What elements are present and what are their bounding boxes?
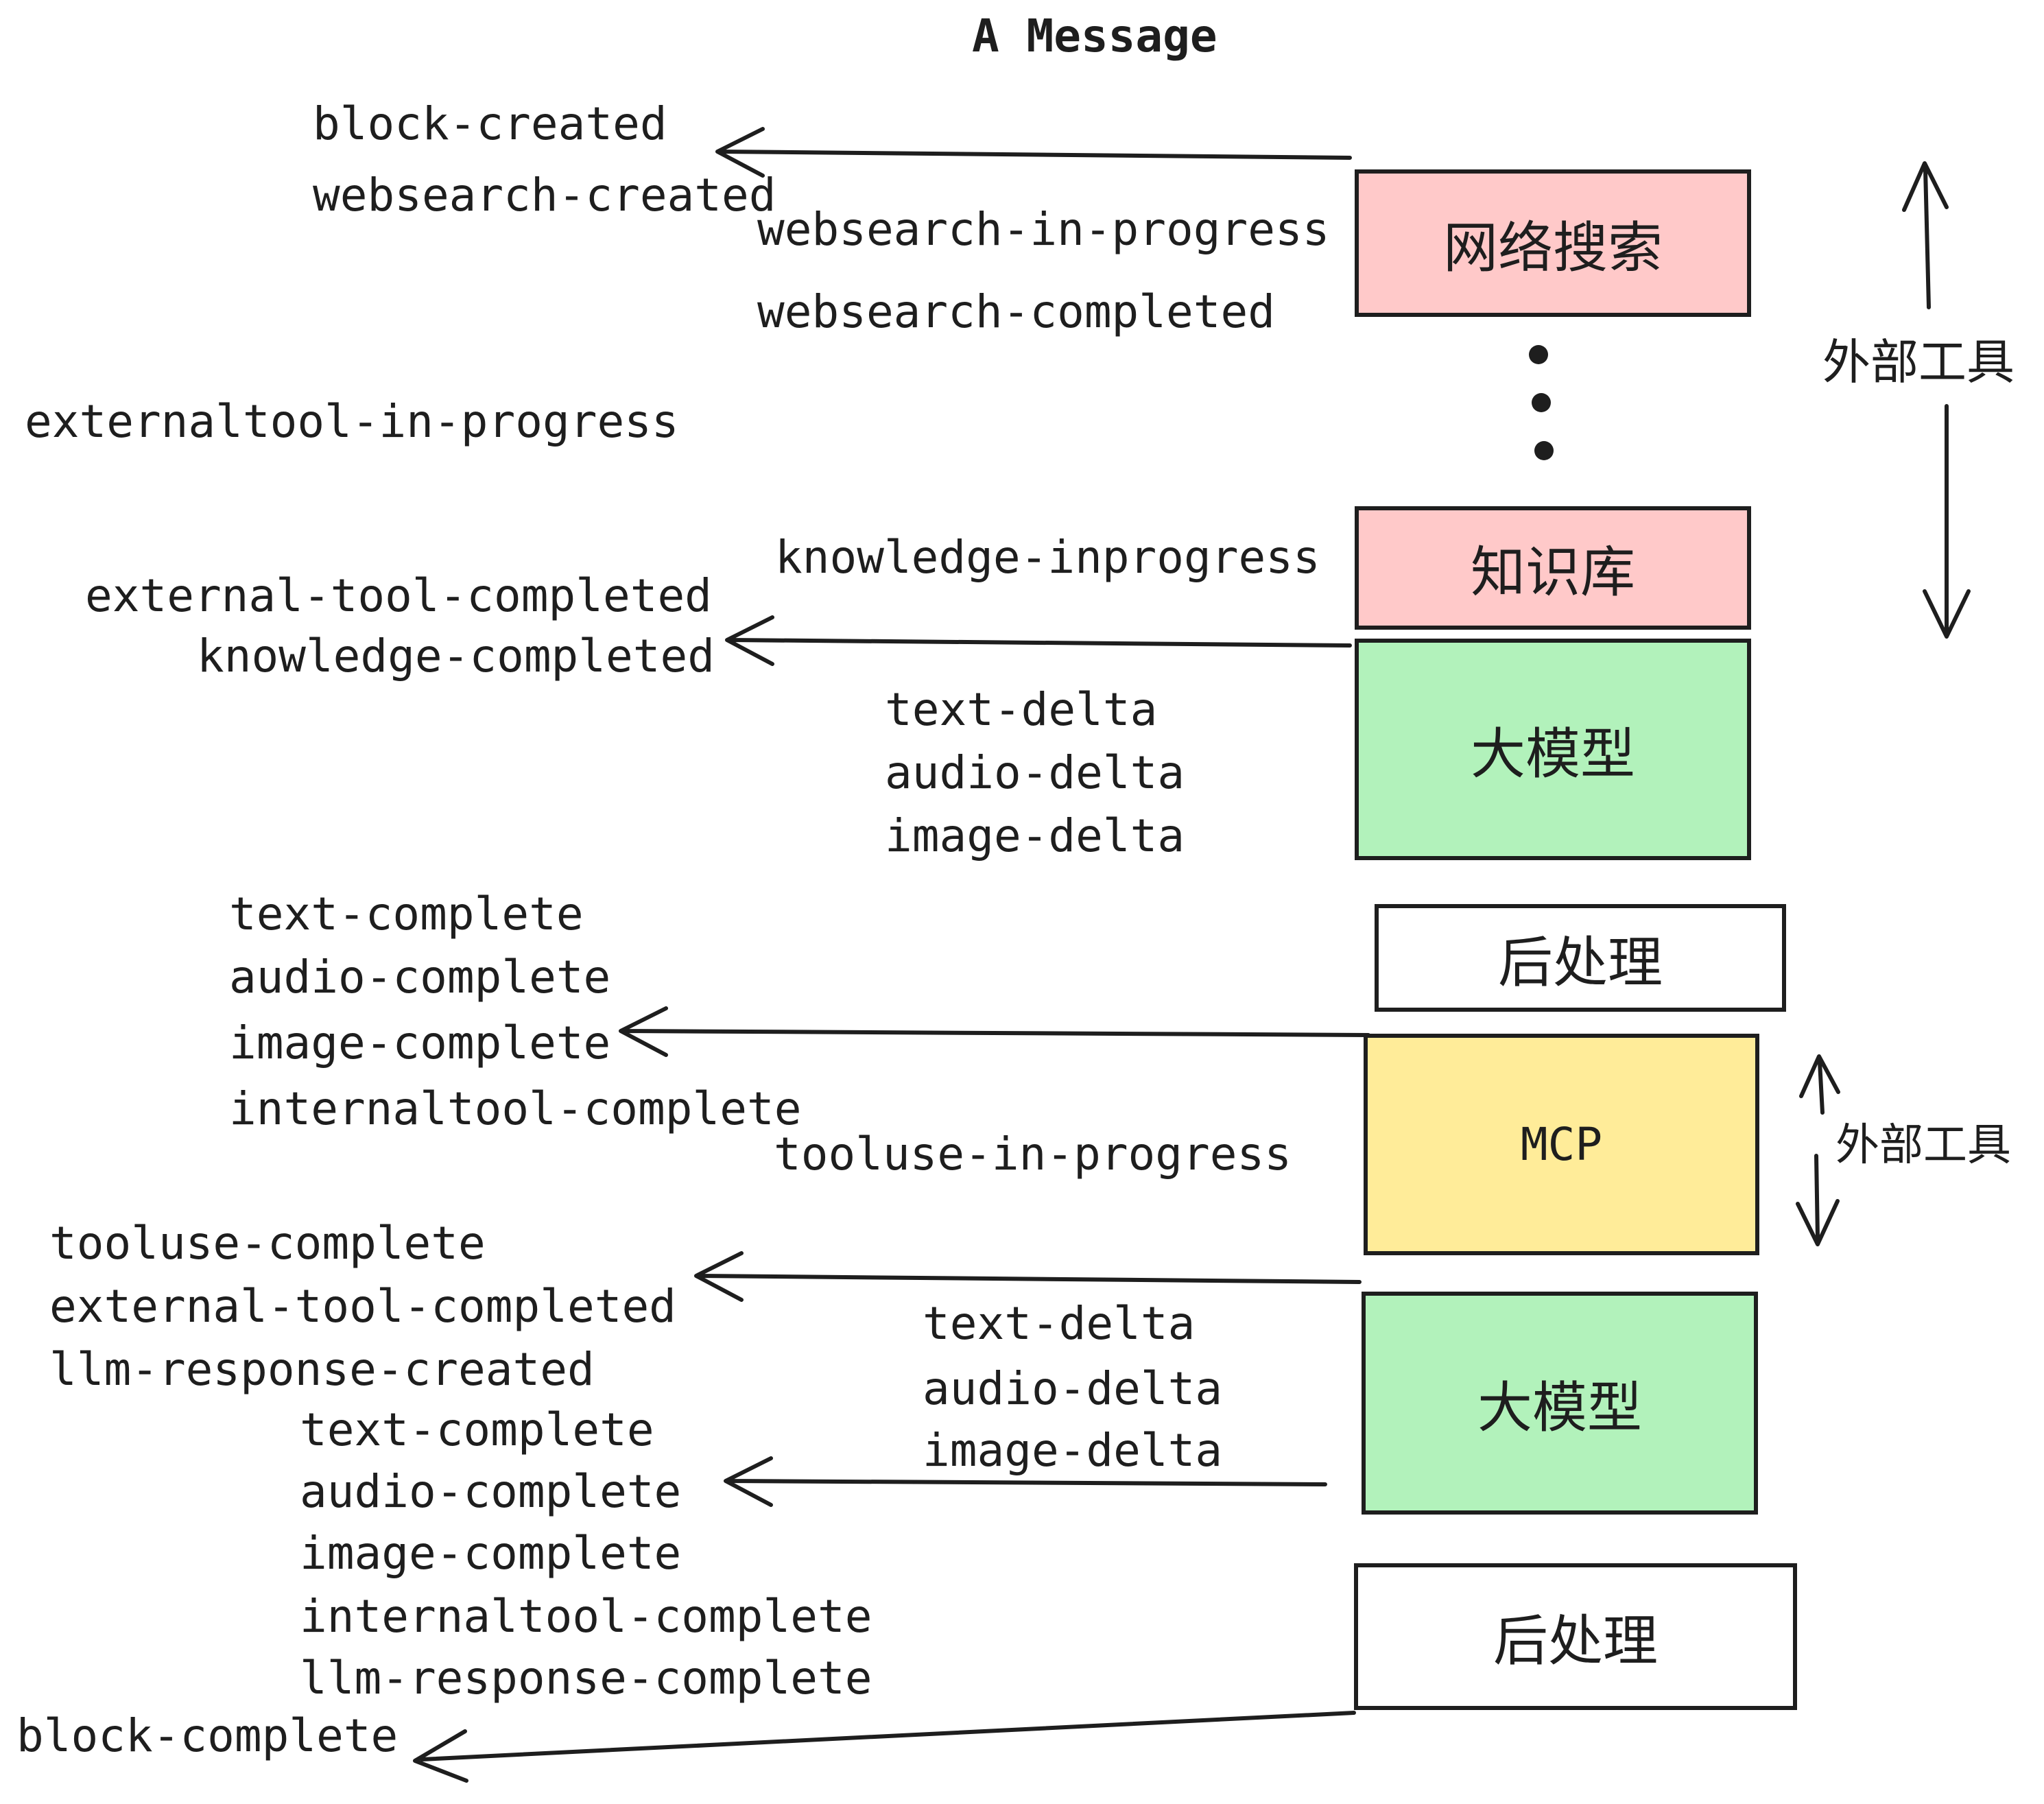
arrow-to-external-tool-completed xyxy=(694,1251,1362,1302)
box-postprocess-2-label: 后处理 xyxy=(1493,1609,1658,1673)
box-websearch-label: 网络搜索 xyxy=(1443,215,1663,280)
external-tools-down-arrow-2 xyxy=(1796,1154,1840,1246)
event-image-complete-2: image-complete xyxy=(300,1527,682,1580)
box-mcp-label: MCP xyxy=(1520,1118,1603,1171)
ellipsis-dots xyxy=(1529,345,1554,460)
box-mcp: MCP xyxy=(1364,1034,1759,1255)
event-internaltool-complete-2: internaltool-complete xyxy=(300,1590,872,1643)
arrow-to-websearch-created xyxy=(715,127,1352,178)
event-knowledge-completed: knowledge-completed xyxy=(197,630,715,683)
event-llm-response-complete: llm-response-complete xyxy=(300,1652,872,1705)
event-llm-response-created: llm-response-created xyxy=(49,1343,595,1396)
box-llm-2-label: 大模型 xyxy=(1477,1375,1642,1440)
event-block-complete: block-complete xyxy=(16,1709,399,1762)
box-postprocess-1: 后处理 xyxy=(1375,904,1786,1012)
box-llm-1-label: 大模型 xyxy=(1471,722,1635,786)
event-websearch-created: websearch-created xyxy=(313,169,776,222)
arrow-to-block-complete xyxy=(413,1711,1356,1783)
event-image-delta-1: image-delta xyxy=(885,809,1185,862)
event-external-tool-completed: external-tool-completed xyxy=(85,569,712,622)
event-audio-delta-2: audio-delta xyxy=(923,1362,1223,1415)
arrow-to-knowledge-completed xyxy=(725,615,1352,666)
box-llm-2: 大模型 xyxy=(1362,1292,1758,1515)
event-image-complete-1: image-complete xyxy=(229,1017,611,1069)
box-llm-1: 大模型 xyxy=(1355,639,1751,860)
box-websearch: 网络搜索 xyxy=(1355,169,1751,317)
event-websearch-in-progress: websearch-in-progress xyxy=(757,203,1330,256)
arrow-to-image-complete xyxy=(619,1006,1370,1057)
box-knowledge: 知识库 xyxy=(1355,506,1751,630)
external-tools-down-arrow xyxy=(1923,404,1971,639)
event-websearch-completed: websearch-completed xyxy=(757,285,1275,338)
event-tooluse-in-progress: tooluse-in-progress xyxy=(774,1128,1292,1180)
event-image-delta-2: image-delta xyxy=(923,1424,1223,1477)
event-tooluse-complete: tooluse-complete xyxy=(49,1217,486,1270)
event-text-delta-1: text-delta xyxy=(885,683,1158,736)
event-audio-complete-2: audio-complete xyxy=(300,1465,682,1518)
diagram-title: A Message xyxy=(972,10,1217,62)
annotation-external-tools-2: 外部工具 xyxy=(1835,1120,2011,1171)
event-audio-complete-1: audio-complete xyxy=(229,951,611,1004)
event-text-complete-2: text-complete xyxy=(300,1403,654,1456)
box-postprocess-2: 后处理 xyxy=(1354,1563,1797,1710)
arrow-to-audio-complete xyxy=(724,1456,1327,1507)
event-externaltool-in-progress: externaltool-in-progress xyxy=(25,395,679,448)
box-knowledge-label: 知识库 xyxy=(1471,541,1635,604)
event-block-created: block-created xyxy=(313,97,667,150)
event-text-complete-1: text-complete xyxy=(229,888,584,940)
event-external-tool-completed-2: external-tool-completed xyxy=(49,1280,676,1333)
annotation-external-tools-1: 外部工具 xyxy=(1822,334,2015,390)
event-knowledge-inprogress: knowledge-inprogress xyxy=(775,531,1320,584)
event-internaltool-complete-1: internaltool-complete xyxy=(229,1082,802,1135)
event-text-delta-2: text-delta xyxy=(923,1297,1196,1350)
event-audio-delta-1: audio-delta xyxy=(885,746,1185,799)
box-postprocess-1-label: 后处理 xyxy=(1498,930,1663,995)
external-tools-up-arrow-2 xyxy=(1799,1054,1840,1115)
external-tools-up-arrow xyxy=(1902,161,1949,309)
